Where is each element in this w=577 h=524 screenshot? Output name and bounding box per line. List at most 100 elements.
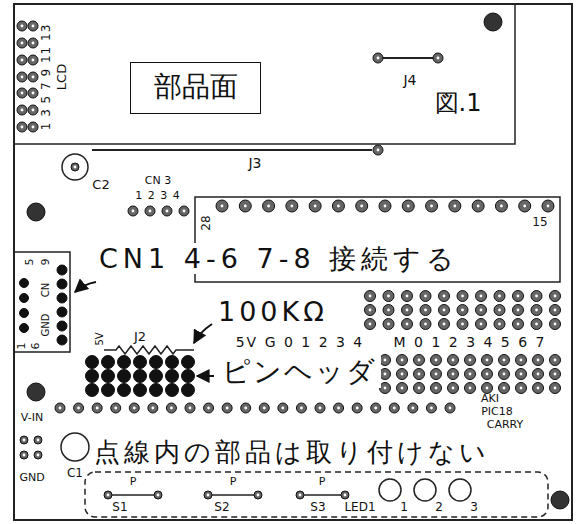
- pad-hole: [452, 359, 455, 362]
- pad-hole: [263, 407, 266, 410]
- solder-pad: [204, 403, 214, 413]
- solder-pad: [499, 369, 510, 380]
- solder-pad: [352, 403, 362, 413]
- solder-pad: [20, 451, 28, 459]
- solder-pad: [28, 105, 38, 115]
- pin-numbers: 1 2 3 4: [135, 190, 180, 203]
- pad-hole: [170, 407, 173, 410]
- solder-pad: [426, 403, 436, 413]
- solder-pad: [550, 383, 561, 394]
- solder-pad: [465, 383, 476, 394]
- solder-pad: [531, 291, 542, 302]
- pad-hole: [535, 309, 538, 312]
- solder-pad: [533, 355, 544, 366]
- pin-names: M 0 1 2 3 4 5 6 7: [394, 334, 547, 350]
- pad-hole: [401, 373, 404, 376]
- solder-pad: [309, 200, 321, 212]
- pin-number: 6: [30, 343, 43, 350]
- connector-name: CN 3: [145, 175, 171, 188]
- led-outline: [449, 479, 471, 501]
- pad-hole: [207, 494, 210, 497]
- switch-name: S1: [112, 501, 127, 515]
- solder-pad: [92, 403, 102, 413]
- leader-arrow: [194, 324, 212, 343]
- pad-hole: [554, 309, 557, 312]
- solder-pad: [426, 200, 438, 212]
- solder-pad: [20, 324, 29, 333]
- solder-pad: [531, 319, 542, 330]
- pad-hole: [517, 309, 520, 312]
- mounting-hole: [27, 203, 45, 221]
- solder-pad: [17, 38, 27, 48]
- pad-hole: [477, 205, 480, 208]
- led-outline: [379, 479, 401, 501]
- led-number: 3: [470, 501, 478, 515]
- connector-outline: [15, 252, 70, 352]
- pad-hole: [443, 323, 446, 326]
- box-text: 部品面: [131, 71, 260, 103]
- solder-pad: [17, 72, 27, 82]
- solder-pad: [239, 200, 251, 212]
- pad-group: [17, 13, 569, 509]
- pad-hole: [424, 309, 427, 312]
- pad-hole: [503, 359, 506, 362]
- mounting-hole: [551, 491, 569, 509]
- solder-pad: [166, 370, 179, 383]
- solder-pad: [185, 403, 195, 413]
- pad-hole: [554, 359, 557, 362]
- pad-hole: [387, 323, 390, 326]
- solder-pad: [414, 355, 425, 366]
- pad-hole: [384, 373, 387, 376]
- pad-hole: [520, 387, 523, 390]
- solder-pad: [150, 384, 163, 397]
- jumper-wire: [92, 149, 372, 151]
- pad-hole: [424, 323, 427, 326]
- pad-hole: [337, 407, 340, 410]
- solder-pad: [296, 491, 304, 499]
- solder-pad: [57, 307, 67, 317]
- solder-pad: [204, 491, 212, 499]
- switch-mark: P: [230, 476, 237, 489]
- solder-pad: [263, 200, 275, 212]
- solder-pad: [448, 355, 459, 366]
- solder-pad: [449, 200, 461, 212]
- pad-hole: [535, 295, 538, 298]
- pad-hole: [480, 295, 483, 298]
- pad-hole: [23, 439, 26, 442]
- dashed-region: [85, 472, 548, 517]
- solder-pad: [494, 305, 505, 316]
- solder-pad: [513, 305, 524, 316]
- solder-pad: [86, 356, 99, 369]
- pin-number: 15: [532, 216, 547, 230]
- solder-pad: [278, 403, 288, 413]
- solder-pad: [465, 355, 476, 366]
- solder-pad: [499, 355, 510, 366]
- solder-pad: [28, 122, 38, 132]
- pad-hole: [443, 309, 446, 312]
- pad-hole: [132, 210, 135, 213]
- capacitor-outline: [62, 154, 88, 180]
- pin-names: 5V G 0 1 2 3 4: [236, 334, 365, 350]
- pin-numbers: 1 3 5 7 9 11 13: [40, 24, 54, 131]
- solder-pad: [472, 200, 484, 212]
- power-label: V-IN: [21, 412, 43, 425]
- label-box: 部品面: [130, 62, 261, 114]
- board-outline: [14, 4, 572, 520]
- solder-pad: [216, 200, 228, 212]
- solder-pad: [516, 383, 527, 394]
- pad-hole: [435, 359, 438, 362]
- pad-hole: [281, 407, 284, 410]
- jumper-name: J2: [134, 330, 146, 345]
- solder-pad: [17, 55, 27, 65]
- connector-name: LCD: [55, 64, 70, 90]
- pad-hole: [430, 205, 433, 208]
- leader-arrow: [197, 375, 214, 377]
- resistor-symbol: [104, 346, 194, 354]
- solder-pad: [516, 369, 527, 380]
- pad-hole: [74, 166, 77, 169]
- pad-hole: [374, 407, 377, 410]
- pad-hole: [299, 494, 302, 497]
- pad-hole: [107, 494, 110, 497]
- solder-pad: [86, 370, 99, 383]
